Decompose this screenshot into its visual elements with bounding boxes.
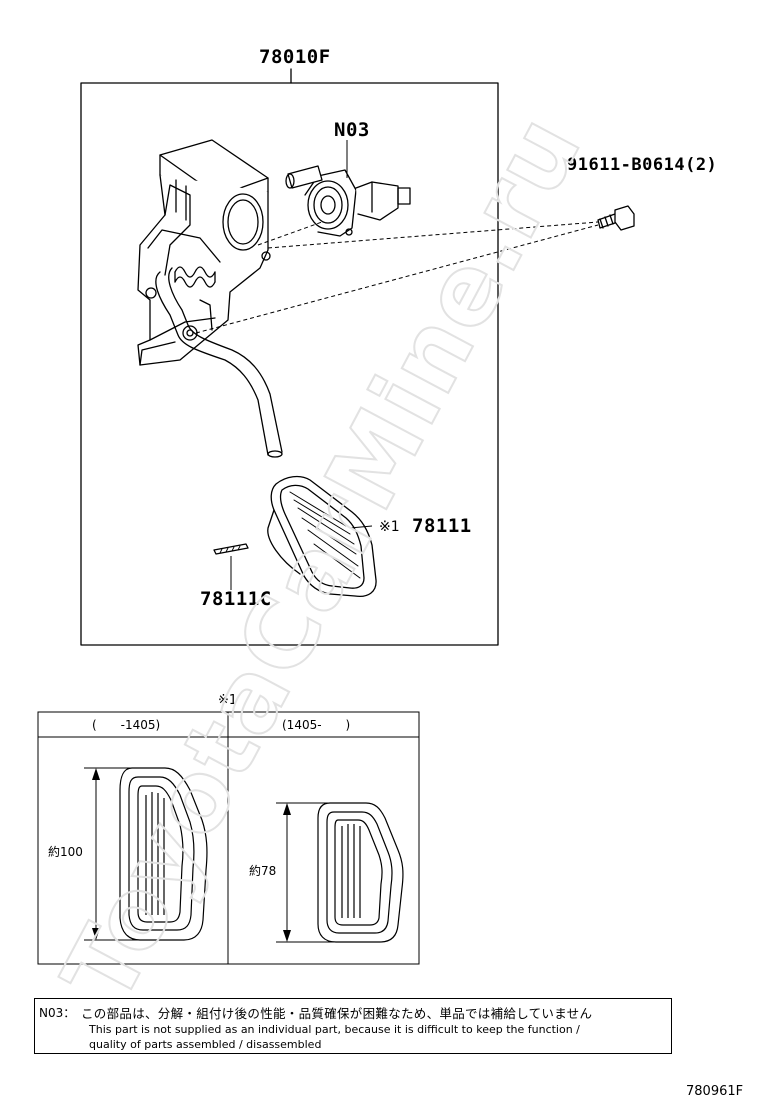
variant-right-dim: 約78 <box>249 864 277 878</box>
pad-variant-right <box>317 802 404 943</box>
dim-right-arrow-bottom <box>283 930 291 942</box>
bolt <box>597 205 635 231</box>
leader-pad <box>349 525 373 529</box>
note-en-line1: This part is not supplied as an individu… <box>89 1023 580 1036</box>
pedal-pad <box>267 475 377 598</box>
note-box: N03： この部品は、分解・組付け後の性能・品質確保が困難なため、単品では補給し… <box>34 998 672 1054</box>
variant-mark: ※1 <box>218 693 238 708</box>
assembly-frame <box>80 82 499 646</box>
dashed-bolt-lower <box>195 224 599 334</box>
dim-left-arrow-bottom <box>92 928 100 940</box>
dim-left <box>84 767 140 941</box>
variant-left-header: ( -1405) <box>92 718 161 732</box>
note-en-line2: quality of parts assembled / disassemble… <box>89 1038 322 1051</box>
note-jp: この部品は、分解・組付け後の性能・品質確保が困難なため、単品では補給していません <box>81 1006 593 1021</box>
pedal-arm <box>155 267 283 458</box>
note-code: N03： <box>39 1006 76 1020</box>
pedal-spring <box>174 266 216 288</box>
dim-left-arrow-top <box>92 768 100 780</box>
pad-variant-left <box>119 767 208 941</box>
figure-id: 780961F <box>686 1084 744 1099</box>
dim-right <box>276 802 336 943</box>
dashed-bolt-upper <box>267 221 599 249</box>
throttle-sensor <box>285 165 411 237</box>
label-assembly: 78010F <box>259 46 331 68</box>
label-pad: 78111 <box>412 515 472 537</box>
variant-left-dim: 約100 <box>48 845 83 859</box>
label-sensor: N03 <box>334 119 370 141</box>
variant-right-header: (1405- ) <box>282 718 351 732</box>
label-pad-mark: ※1 <box>379 519 400 535</box>
dim-right-arrow-top <box>283 803 291 815</box>
label-bolt: 91611-B0614(2) <box>567 155 718 175</box>
label-clip: 78111C <box>200 588 272 610</box>
dashed-sensor <box>257 221 323 246</box>
variant-table <box>37 711 420 965</box>
clip <box>213 543 249 555</box>
